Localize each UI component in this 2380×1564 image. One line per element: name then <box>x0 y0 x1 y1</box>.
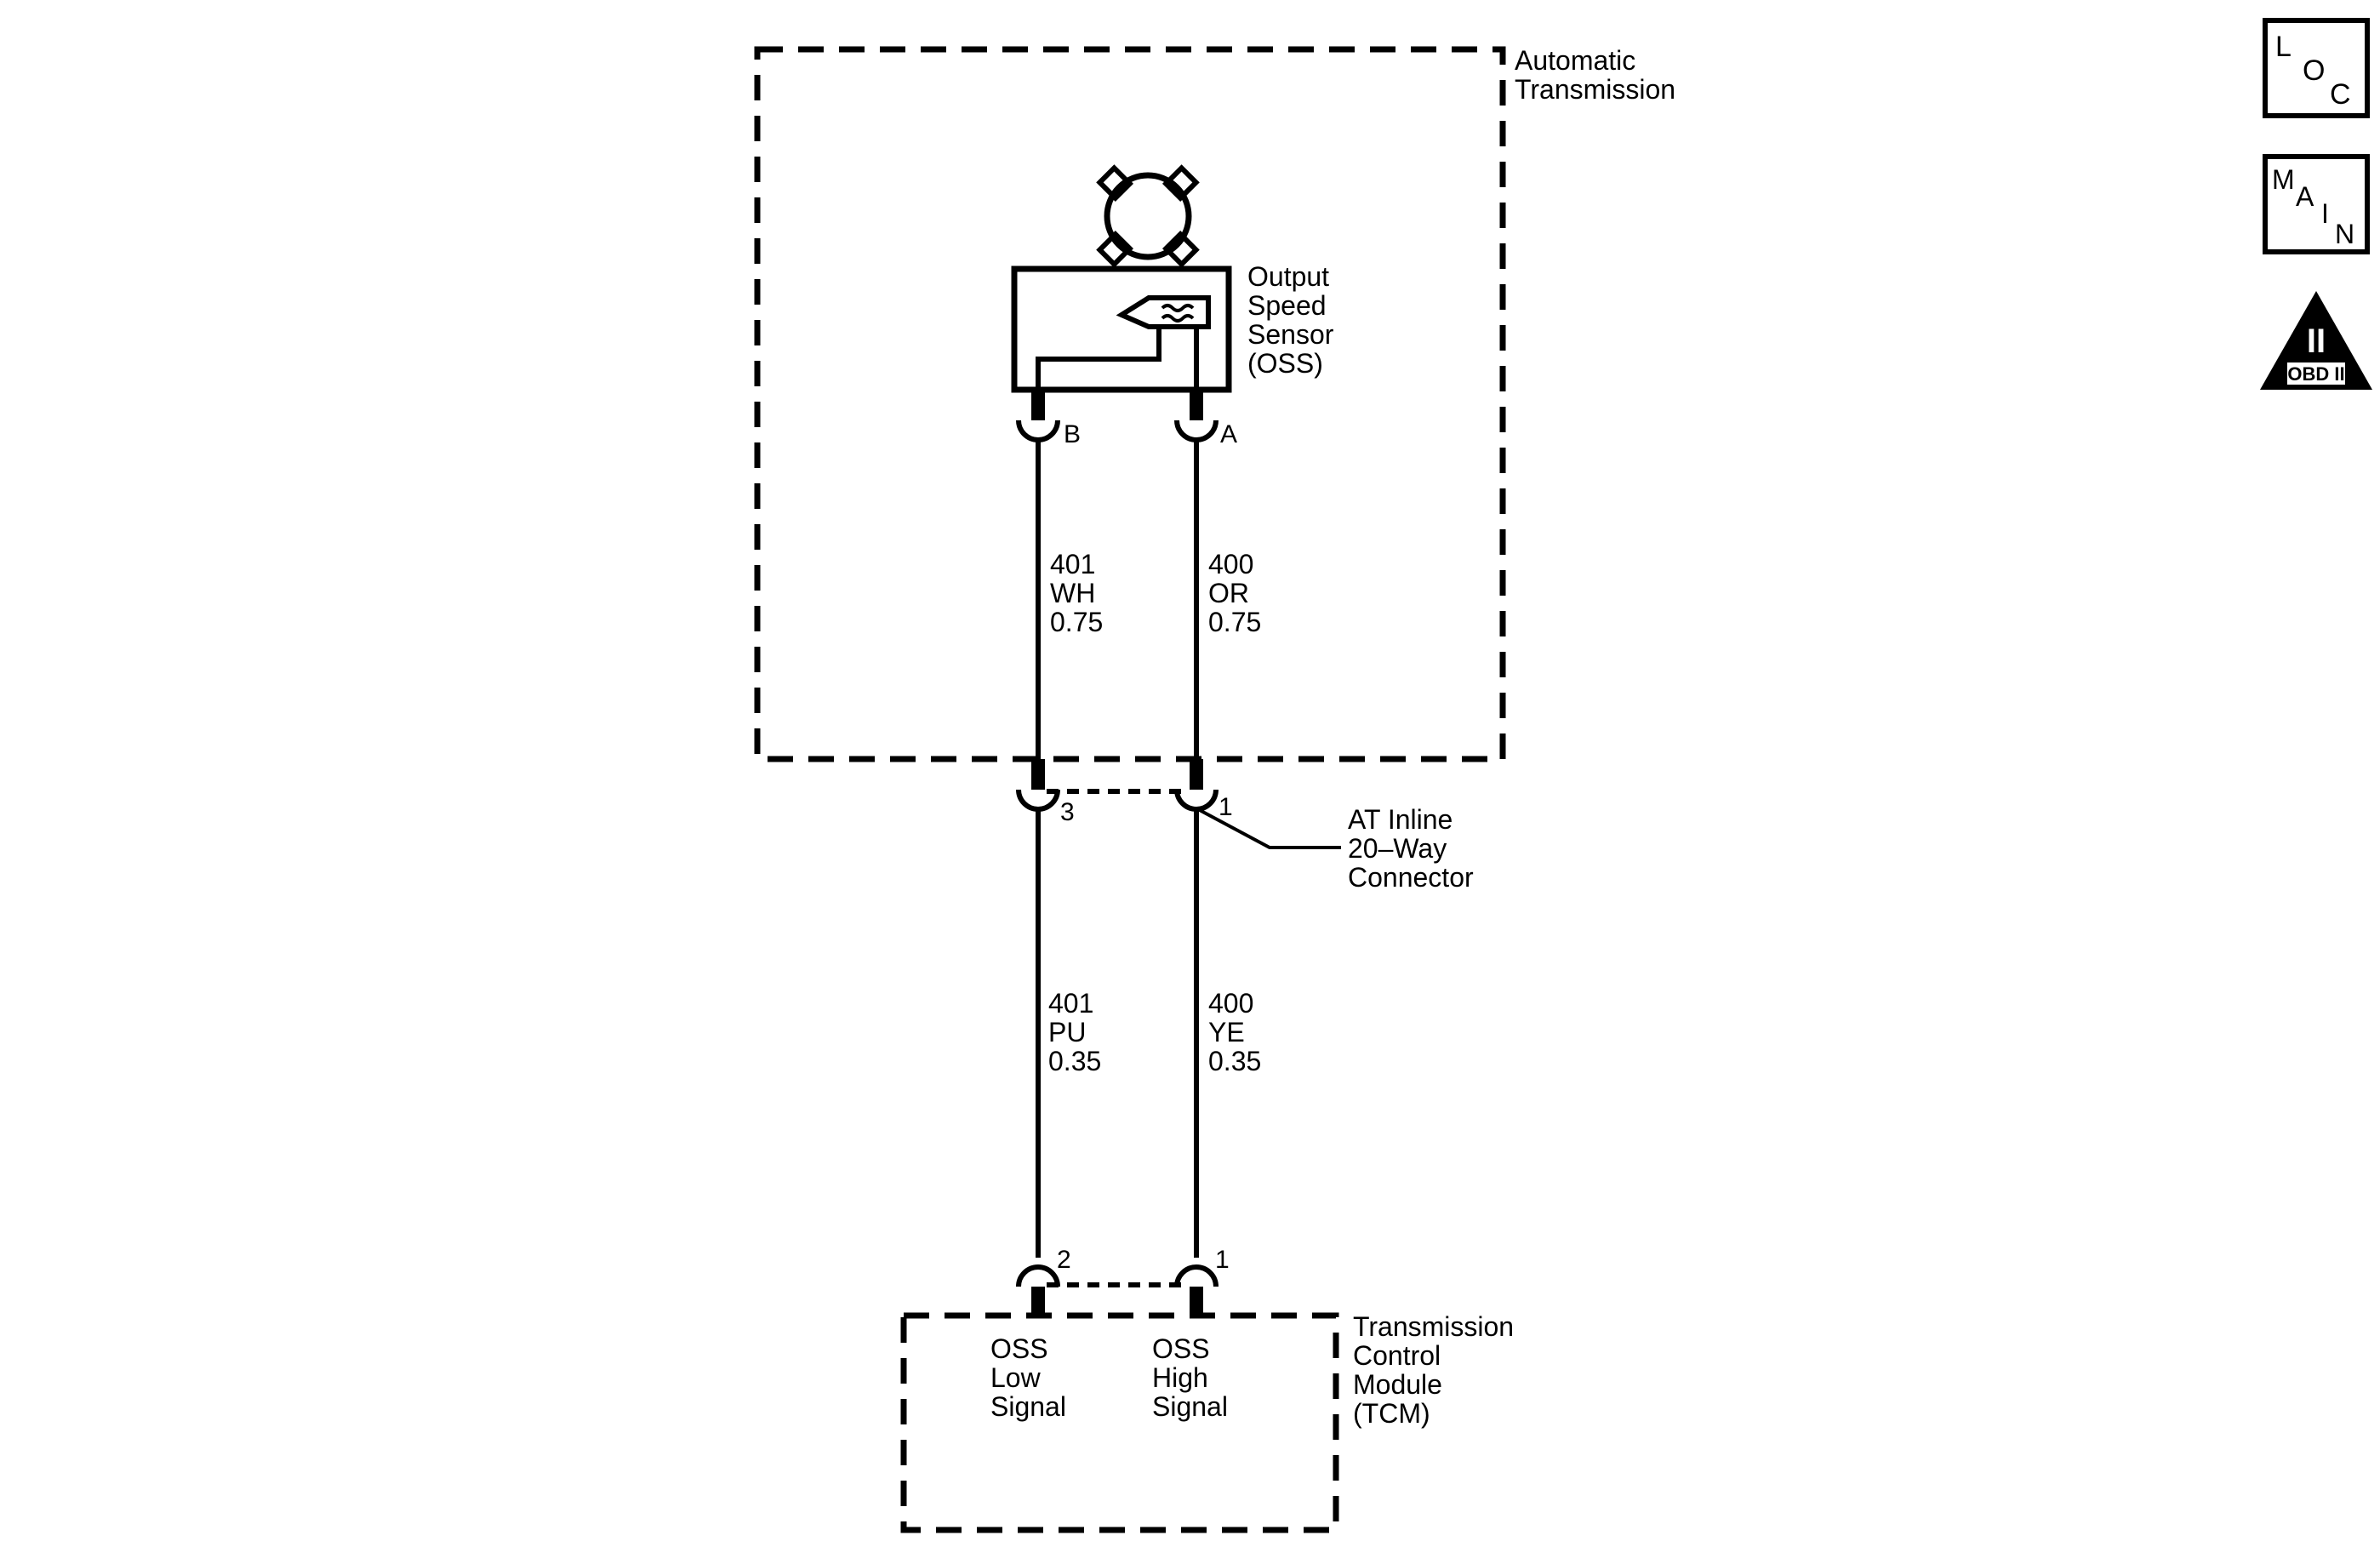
sensor-connector <box>1016 390 1219 442</box>
tcm-label: Transmission Control Module (TCM) <box>1353 1311 1521 1429</box>
main-letter-m: M <box>2272 164 2295 195</box>
automatic-transmission-boundary <box>754 46 1506 762</box>
main-letter-n: N <box>2335 219 2354 249</box>
tcm-connector <box>1016 1264 1219 1317</box>
output-speed-sensor-label: Output Speed Sensor (OSS) <box>1247 261 1341 379</box>
tcm-oss-low-signal-label: OSS Low Signal <box>990 1333 1066 1422</box>
tcm-pin-1-label: 1 <box>1215 1246 1230 1274</box>
sensor-element-icon <box>1116 295 1211 329</box>
reluctor-wheel-icon <box>1096 164 1200 268</box>
inline-connector-label: AT Inline 20–Way Connector <box>1348 804 1474 893</box>
loc-letter-l: L <box>2275 31 2292 63</box>
obd-numeral: II <box>2307 323 2326 360</box>
wire-400-ye-label: 400 YE 0.35 <box>1208 988 1261 1076</box>
main-letter-i: I <box>2321 198 2329 229</box>
wire-400-or-label: 400 OR 0.75 <box>1208 549 1261 637</box>
loc-letter-c: C <box>2330 78 2351 111</box>
obd-label: OBD II <box>2287 363 2344 385</box>
wire-401-pu-label: 401 PU 0.35 <box>1048 988 1101 1076</box>
main-button[interactable]: M A I N <box>2263 154 2370 254</box>
wire-401-wh-label: 401 WH 0.75 <box>1050 549 1103 637</box>
automatic-transmission-label: Automatic Transmission <box>1515 45 1675 105</box>
inline-pin-3-label: 3 <box>1060 798 1075 826</box>
main-letter-a: A <box>2296 181 2314 212</box>
tcm-pin-2-label: 2 <box>1057 1246 1071 1274</box>
loc-button[interactable]: L O C <box>2263 18 2370 118</box>
obd-ii-button[interactable]: II OBD II <box>2260 291 2372 390</box>
loc-letter-o: O <box>2303 54 2325 87</box>
inline-pin-1-label: 1 <box>1219 793 1233 821</box>
output-speed-sensor <box>1011 265 1232 393</box>
sensor-pin-b-label: B <box>1064 420 1081 448</box>
tcm-boundary <box>900 1312 1339 1533</box>
sensor-pin-a-label: A <box>1220 420 1237 448</box>
tcm-oss-high-signal-label: OSS High Signal <box>1152 1333 1228 1422</box>
